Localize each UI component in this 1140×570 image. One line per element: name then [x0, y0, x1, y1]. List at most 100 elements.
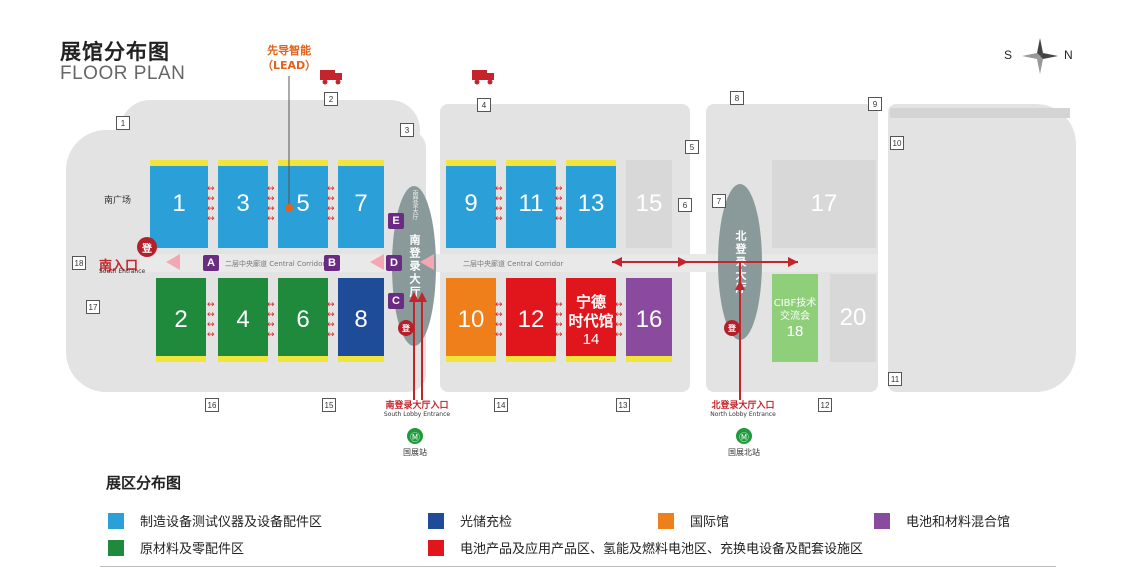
dock-12: 12 — [818, 398, 832, 412]
hall-17[interactable]: 17 — [772, 160, 876, 248]
hall-5[interactable]: 5 — [278, 160, 328, 248]
hall-13[interactable]: 13 — [566, 160, 616, 248]
legend-title: 展区分布图 — [106, 474, 182, 492]
hall-20-number: 20 — [839, 304, 867, 331]
gap-arrows: ↔ ↔ ↔ ↔ — [207, 184, 215, 224]
dock-18: 18 — [72, 256, 86, 270]
legend-item-mixed: 电池和材料混合馆 — [874, 511, 1010, 530]
legend-item-manufacturing: 制造设备测试仪器及设备配件区 — [108, 511, 322, 530]
dock-16: 16 — [205, 398, 219, 412]
hall-16[interactable]: 16 — [626, 278, 672, 362]
gate-a[interactable]: A — [203, 255, 219, 271]
hall-9[interactable]: 9 — [446, 160, 496, 248]
dock-4: 4 — [477, 98, 491, 112]
hall-10-number: 10 — [457, 306, 485, 333]
dock-1: 1 — [116, 116, 130, 130]
dock-17: 17 — [86, 300, 100, 314]
hall-6[interactable]: 6 — [278, 278, 328, 362]
hall-1[interactable]: 1 — [150, 160, 208, 248]
hall-12[interactable]: 12 — [506, 278, 556, 362]
legend-swatch — [108, 512, 124, 529]
gap-arrows: ↔ ↔ ↔ ↔ — [327, 300, 335, 340]
hall-14-name-line1: 宁德 — [575, 292, 606, 311]
compass-icon: S N — [1000, 36, 1080, 76]
legend-swatch — [108, 539, 124, 556]
hall-7-number: 7 — [354, 190, 368, 217]
south-lobby-name: 南登录大厅 — [408, 233, 421, 299]
legend-item-materials: 原材料及零配件区 — [108, 538, 244, 557]
dock-13: 13 — [616, 398, 630, 412]
dock-3: 3 — [400, 123, 414, 137]
hall-5-number: 5 — [296, 190, 310, 217]
hall-8[interactable]: 8 — [338, 278, 384, 362]
legend-item-international: 国际馆 — [658, 511, 729, 530]
bottom-divider — [100, 566, 1056, 567]
gap-arrows: ↔ ↔ ↔ ↔ — [327, 184, 335, 224]
gate-c[interactable]: C — [388, 293, 404, 309]
south-entrance-label: 南入口 — [99, 259, 139, 274]
hall-16-number: 16 — [635, 306, 663, 333]
lead-en: （LEAD） — [262, 59, 317, 72]
hall-4-number: 4 — [236, 306, 250, 333]
hall-20[interactable]: 20 — [830, 274, 876, 362]
hall-18-name-line1: CIBF技术 — [773, 297, 817, 309]
legend-swatch — [428, 539, 444, 556]
station-guozhan-north-name: 国展北站 — [728, 448, 760, 457]
gap-arrows: ↔ ↔ ↔ ↔ — [555, 300, 563, 340]
gap-arrows: ↔ ↔ ↔ ↔ — [615, 300, 623, 340]
hall-3[interactable]: 3 — [218, 160, 268, 248]
dock-2: 2 — [324, 92, 338, 106]
hall-7[interactable]: 7 — [338, 160, 384, 248]
gap-arrows: ↔ ↔ ↔ ↔ — [207, 300, 215, 340]
site-west-north — [120, 100, 420, 140]
north-lobby-entrance-en: North Lobby Entrance — [710, 411, 776, 418]
site-far-east — [888, 104, 1076, 392]
legend-label: 原材料及零配件区 — [140, 542, 245, 557]
hall-2[interactable]: 2 — [156, 278, 206, 362]
hall-18-number: 18 — [786, 322, 804, 340]
south-lobby-entrance-cn: 南登录大厅入口 — [385, 401, 449, 411]
south-lobby-entrance-en: South Lobby Entrance — [383, 411, 451, 418]
gate-b[interactable]: B — [324, 255, 340, 271]
south-lobby-entrance[interactable]: 南登录大厅入口 South Lobby Entrance — [372, 398, 462, 418]
gap-arrows: ↔ ↔ ↔ ↔ — [495, 300, 503, 340]
hall-1-number: 1 — [172, 190, 186, 217]
south-lobby-tiny-label: 南登录大厅 — [411, 190, 418, 220]
compass-north: N — [1064, 48, 1073, 62]
page-subtitle: FLOOR PLAN — [60, 63, 186, 84]
hall-14-name-line2: 时代馆 — [568, 311, 614, 330]
register-icon: 登 — [398, 320, 414, 336]
gap-arrows: ↔ ↔ ↔ ↔ — [495, 184, 503, 224]
legend-item-battery: 电池产品及应用产品区、氢能及燃料电池区、充换电设备及配套设施区 — [428, 538, 863, 557]
hall-4[interactable]: 4 — [218, 278, 268, 362]
legend-swatch — [658, 512, 674, 529]
hall-2-number: 2 — [174, 306, 188, 333]
register-icon: 登 — [724, 320, 740, 336]
dock-14: 14 — [494, 398, 508, 412]
hall-13-number: 13 — [577, 190, 605, 217]
hall-18[interactable]: CIBF技术 交流会 18 — [772, 274, 818, 362]
legend-label: 光储充检 — [460, 515, 513, 530]
hall-18-name-line2: 交流会 — [780, 310, 810, 322]
dock-11: 11 — [888, 372, 902, 386]
page-title: 展馆分布图 — [60, 40, 170, 64]
hall-15[interactable]: 15 — [626, 160, 672, 248]
hall-10[interactable]: 10 — [446, 278, 496, 362]
legend-item-storage: 光储充检 — [428, 511, 512, 530]
legend-label: 电池和材料混合馆 — [906, 515, 1011, 530]
station-guozhan[interactable]: Ⓜ 国展站 — [390, 428, 440, 458]
north-lobby-entrance[interactable]: 北登录大厅入口 North Lobby Entrance — [696, 398, 790, 418]
hall-6-number: 6 — [296, 306, 310, 333]
gate-e[interactable]: E — [388, 213, 404, 229]
metro-icon: Ⓜ — [407, 428, 423, 444]
hall-17-number: 17 — [810, 190, 838, 217]
hall-14[interactable]: 宁德 时代馆 14 — [566, 278, 616, 362]
legend-swatch — [428, 512, 444, 529]
hall-8-number: 8 — [354, 306, 368, 333]
metro-icon: Ⓜ — [736, 428, 752, 444]
gate-d[interactable]: D — [386, 255, 402, 271]
hall-11[interactable]: 11 — [506, 160, 556, 248]
station-guozhan-north[interactable]: Ⓜ 国展北站 — [716, 428, 772, 458]
corridor-label-east: 二层中央廊道 Central Corridor — [463, 260, 564, 268]
